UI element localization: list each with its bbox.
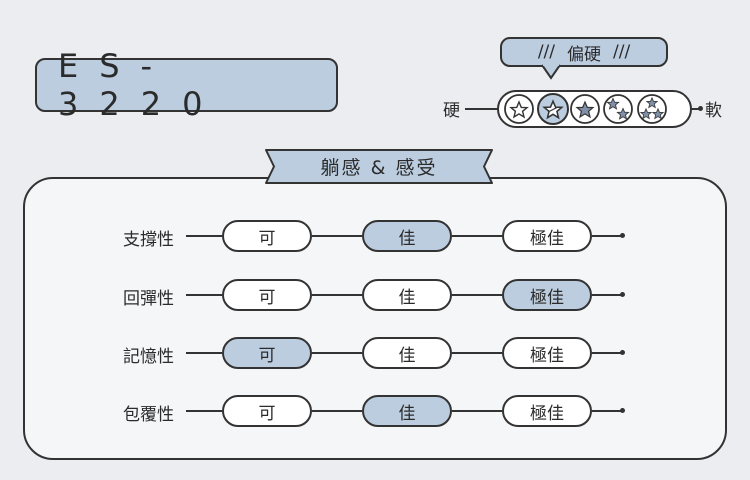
option-fair[interactable]: 可 (222, 220, 312, 252)
level-4-circle (603, 94, 633, 124)
scale-hard-label: 硬 (443, 101, 460, 121)
scale-end-dot (698, 106, 703, 111)
row-label: 包覆性 (123, 405, 174, 425)
scale-left-line (465, 108, 498, 110)
bias-label: 偏硬 (567, 44, 601, 65)
option-excellent[interactable]: 極佳 (502, 279, 592, 311)
model-number: ES-3220 (58, 47, 224, 123)
scale-soft-label: 軟 (705, 101, 722, 121)
rating-row-rebound: 回彈性 可 佳 極佳 (0, 279, 750, 311)
option-fair[interactable]: 可 (222, 279, 312, 311)
section-title-banner (265, 149, 493, 184)
option-fair[interactable]: 可 (222, 395, 312, 427)
row-label: 支撐性 (123, 230, 174, 250)
bias-pointer-icon (541, 64, 561, 80)
bias-marks-right: /// (613, 42, 631, 62)
scale-right-line (691, 108, 699, 110)
section-title: 躺感 & 感受 (320, 157, 438, 179)
option-good[interactable]: 佳 (362, 279, 452, 311)
option-good[interactable]: 佳 (362, 220, 452, 252)
firmness-stars (504, 93, 667, 125)
bias-marks-left: /// (537, 42, 555, 62)
option-excellent[interactable]: 極佳 (502, 395, 592, 427)
rating-row-support: 支撐性 可 佳 極佳 (0, 220, 750, 252)
rating-row-wrap: 包覆性 可 佳 極佳 (0, 395, 750, 427)
option-excellent[interactable]: 極佳 (502, 337, 592, 369)
firmness-bias-tag: /// 偏硬 /// (500, 37, 668, 67)
row-label: 記憶性 (123, 347, 174, 367)
model-badge: ES-3220 (35, 47, 338, 123)
option-good[interactable]: 佳 (362, 395, 452, 427)
option-excellent[interactable]: 極佳 (502, 220, 592, 252)
rating-row-memory: 記憶性 可 佳 極佳 (0, 337, 750, 369)
option-good[interactable]: 佳 (362, 337, 452, 369)
option-fair[interactable]: 可 (222, 337, 312, 369)
row-label: 回彈性 (123, 289, 174, 309)
